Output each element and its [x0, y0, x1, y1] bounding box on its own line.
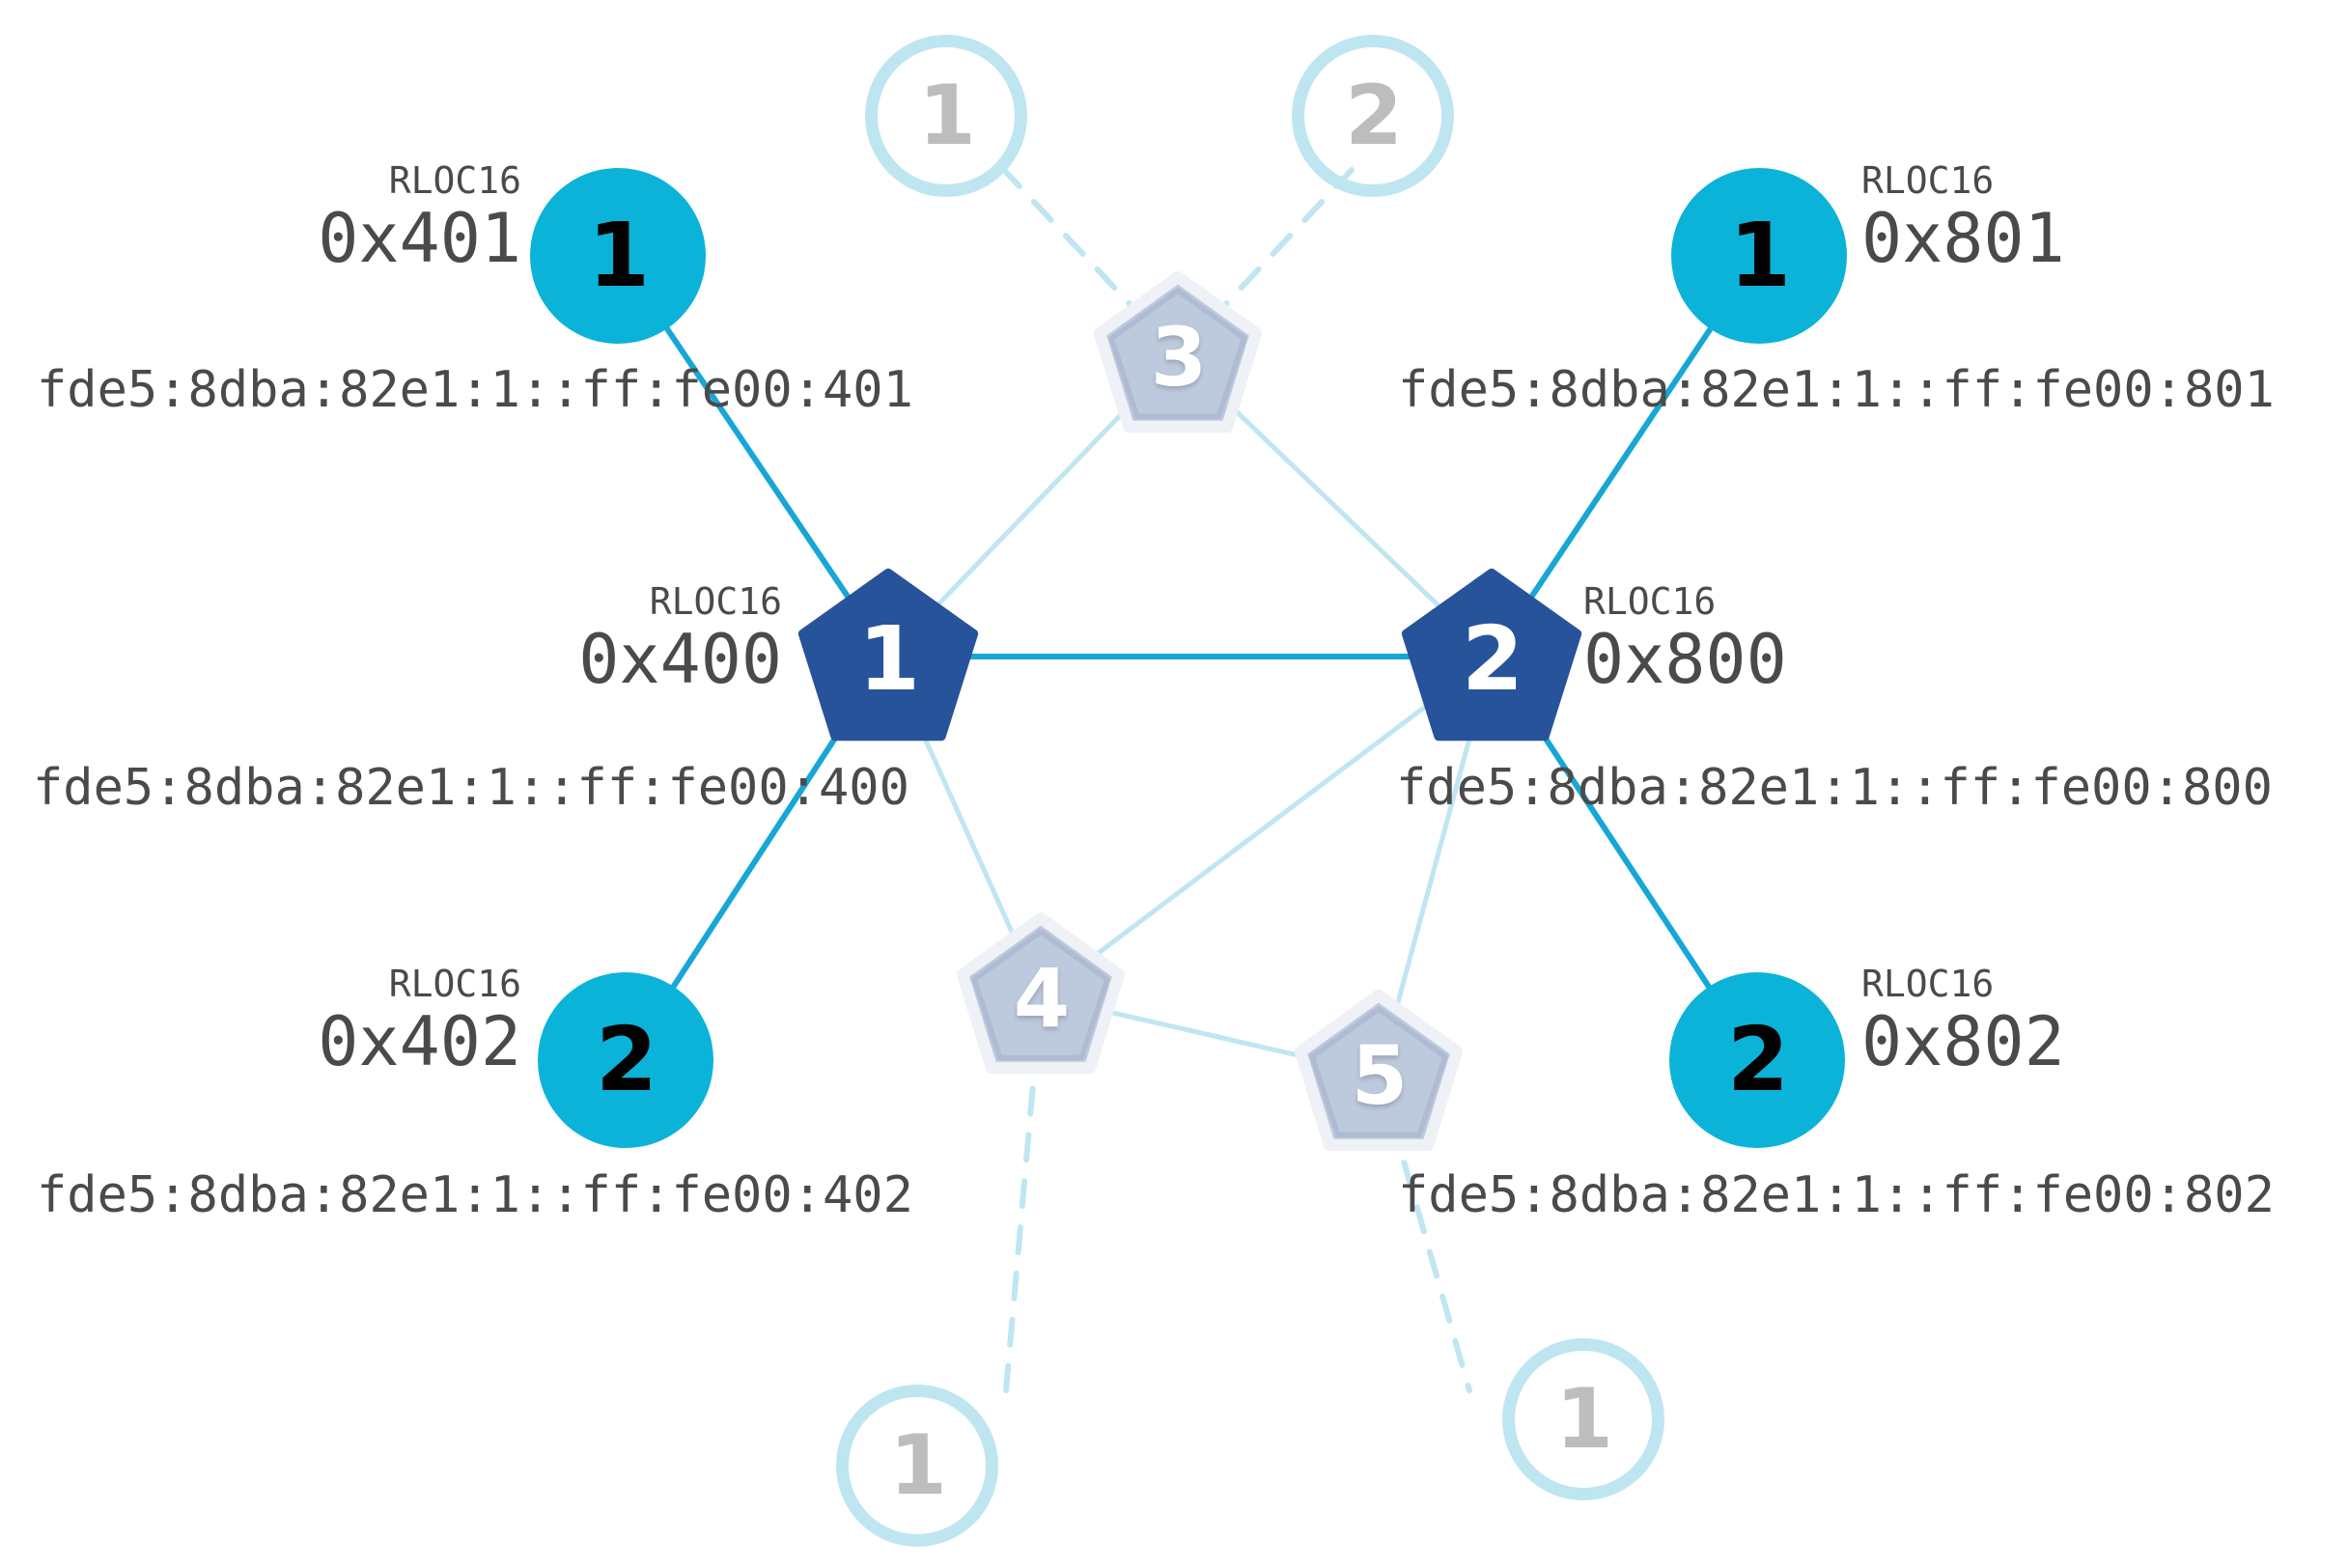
- link-p3-ghost-top-left: [1001, 167, 1181, 358]
- child-node-number: 2: [595, 1008, 657, 1111]
- pentagon-shape: [1294, 989, 1464, 1152]
- router-node-number: 2: [1461, 607, 1523, 711]
- leaf-router-number: 4: [1013, 951, 1070, 1046]
- child-node-802[interactable]: 2: [1669, 972, 1845, 1148]
- ghost-child-number: 1: [918, 68, 976, 164]
- router-node-400[interactable]: 1: [794, 562, 983, 751]
- pentagon-shape: [956, 911, 1126, 1075]
- leaf-router-4[interactable]: 4: [956, 911, 1126, 1081]
- child-node-number: 1: [1728, 204, 1791, 307]
- address-router-400: fde5:8dba:82e1:1::ff:fe00:400: [33, 759, 909, 817]
- address-child-401: fde5:8dba:82e1:1::ff:fe00:401: [37, 361, 913, 419]
- label-router-800: RLOC16 0x800: [1583, 580, 1989, 699]
- ghost-child-number: 2: [1345, 68, 1403, 164]
- label-child-402: RLOC16 0x402: [193, 963, 521, 1081]
- rloc16-tag: RLOC16: [388, 963, 521, 1005]
- leaf-router-5[interactable]: 5: [1294, 989, 1464, 1159]
- rloc16-value: 0x400: [578, 619, 782, 699]
- ghost-child-bottom-right[interactable]: 1: [1502, 1338, 1664, 1500]
- child-node-401[interactable]: 1: [530, 168, 706, 344]
- address-router-800: fde5:8dba:82e1:1::ff:fe00:800: [1396, 759, 2273, 817]
- pentagon-shape: [797, 568, 979, 742]
- label-child-801: RLOC16 0x801: [1861, 159, 2267, 278]
- rloc16-value: 0x801: [1861, 198, 2065, 278]
- address-child-801: fde5:8dba:82e1:1::ff:fe00:801: [1398, 361, 2275, 419]
- rloc16-tag: RLOC16: [1861, 159, 1995, 202]
- label-router-400: RLOC16 0x400: [463, 580, 782, 699]
- address-child-402: fde5:8dba:82e1:1::ff:fe00:402: [37, 1166, 913, 1224]
- rloc16-value: 0x800: [1583, 619, 1787, 699]
- pentagon-shape: [1401, 568, 1582, 742]
- rloc16-tag: RLOC16: [649, 580, 782, 623]
- label-child-802: RLOC16 0x802: [1861, 963, 2267, 1081]
- router-node-number: 1: [857, 607, 920, 711]
- rloc16-tag: RLOC16: [1861, 963, 1995, 1005]
- child-node-801[interactable]: 1: [1671, 168, 1847, 344]
- label-child-401: RLOC16 0x401: [193, 159, 521, 278]
- child-node-402[interactable]: 2: [538, 972, 713, 1148]
- rloc16-value: 0x402: [318, 1001, 521, 1081]
- leaf-router-number: 5: [1351, 1028, 1408, 1123]
- pentagon-shape: [1093, 270, 1263, 434]
- link-p3-ghost-top-right: [1175, 167, 1355, 358]
- leaf-router-3[interactable]: 3: [1093, 270, 1263, 440]
- link-r2-p4: [1039, 655, 1494, 998]
- rloc16-value: 0x401: [318, 198, 521, 278]
- ghost-child-bottom-left[interactable]: 1: [836, 1385, 998, 1547]
- ghost-child-number: 1: [889, 1417, 947, 1514]
- rloc16-tag: RLOC16: [388, 159, 521, 202]
- child-node-number: 2: [1726, 1008, 1789, 1111]
- router-node-800[interactable]: 2: [1397, 562, 1586, 751]
- address-child-802: fde5:8dba:82e1:1::ff:fe00:802: [1398, 1166, 2275, 1224]
- ghost-child-number: 1: [1555, 1371, 1613, 1468]
- rloc16-tag: RLOC16: [1583, 580, 1717, 623]
- ghost-child-top-left[interactable]: 1: [865, 35, 1027, 197]
- child-node-number: 1: [587, 204, 650, 307]
- leaf-router-number: 3: [1150, 310, 1207, 405]
- rloc16-value: 0x802: [1861, 1001, 2065, 1081]
- ghost-child-top-right[interactable]: 2: [1292, 35, 1454, 197]
